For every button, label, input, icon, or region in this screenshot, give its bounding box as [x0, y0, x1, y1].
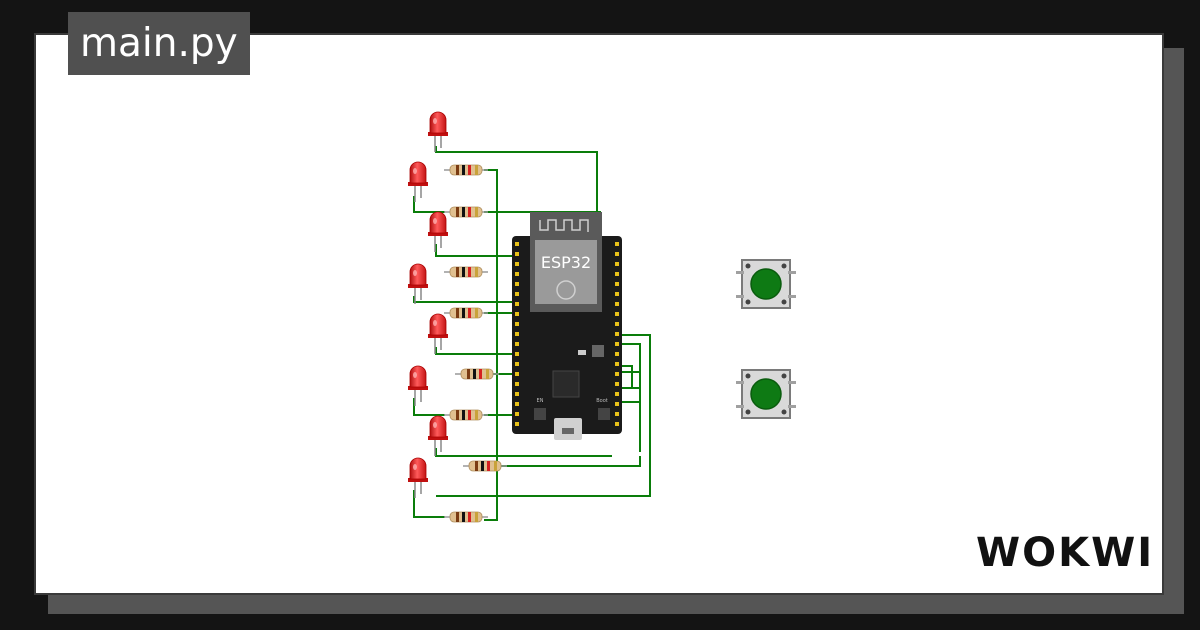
led-5[interactable] — [427, 313, 449, 355]
resistor-3[interactable] — [443, 266, 489, 278]
resistor-4[interactable] — [443, 307, 489, 319]
push-button-1[interactable] — [735, 259, 797, 309]
led-2[interactable] — [407, 161, 429, 203]
esp32-board[interactable]: ESP32 Boot EN — [512, 212, 622, 440]
resistor-1[interactable] — [443, 164, 489, 176]
wokwi-logo: WOKWI — [976, 530, 1154, 576]
led-1[interactable] — [427, 111, 449, 153]
led-8[interactable] — [407, 457, 429, 499]
resistor-2[interactable] — [443, 206, 489, 218]
pin-headers — [515, 242, 619, 426]
en-label: EN — [537, 398, 544, 404]
led-4[interactable] — [407, 263, 429, 305]
boot-label: Boot — [596, 398, 608, 404]
board-label: ESP32 — [541, 253, 591, 272]
wokwi-wordmark: WOKWI — [976, 530, 1154, 576]
resistor-8[interactable] — [443, 511, 489, 523]
led-6[interactable] — [407, 365, 429, 407]
resistor-6[interactable] — [443, 409, 489, 421]
led-3[interactable] — [427, 211, 449, 253]
push-button-2[interactable] — [735, 369, 797, 419]
resistor-5[interactable] — [454, 368, 500, 380]
led-7[interactable] — [427, 415, 449, 457]
resistor-7[interactable] — [462, 460, 508, 472]
file-tab[interactable]: main.py — [68, 12, 250, 75]
espressif-logo-icon — [556, 280, 576, 300]
